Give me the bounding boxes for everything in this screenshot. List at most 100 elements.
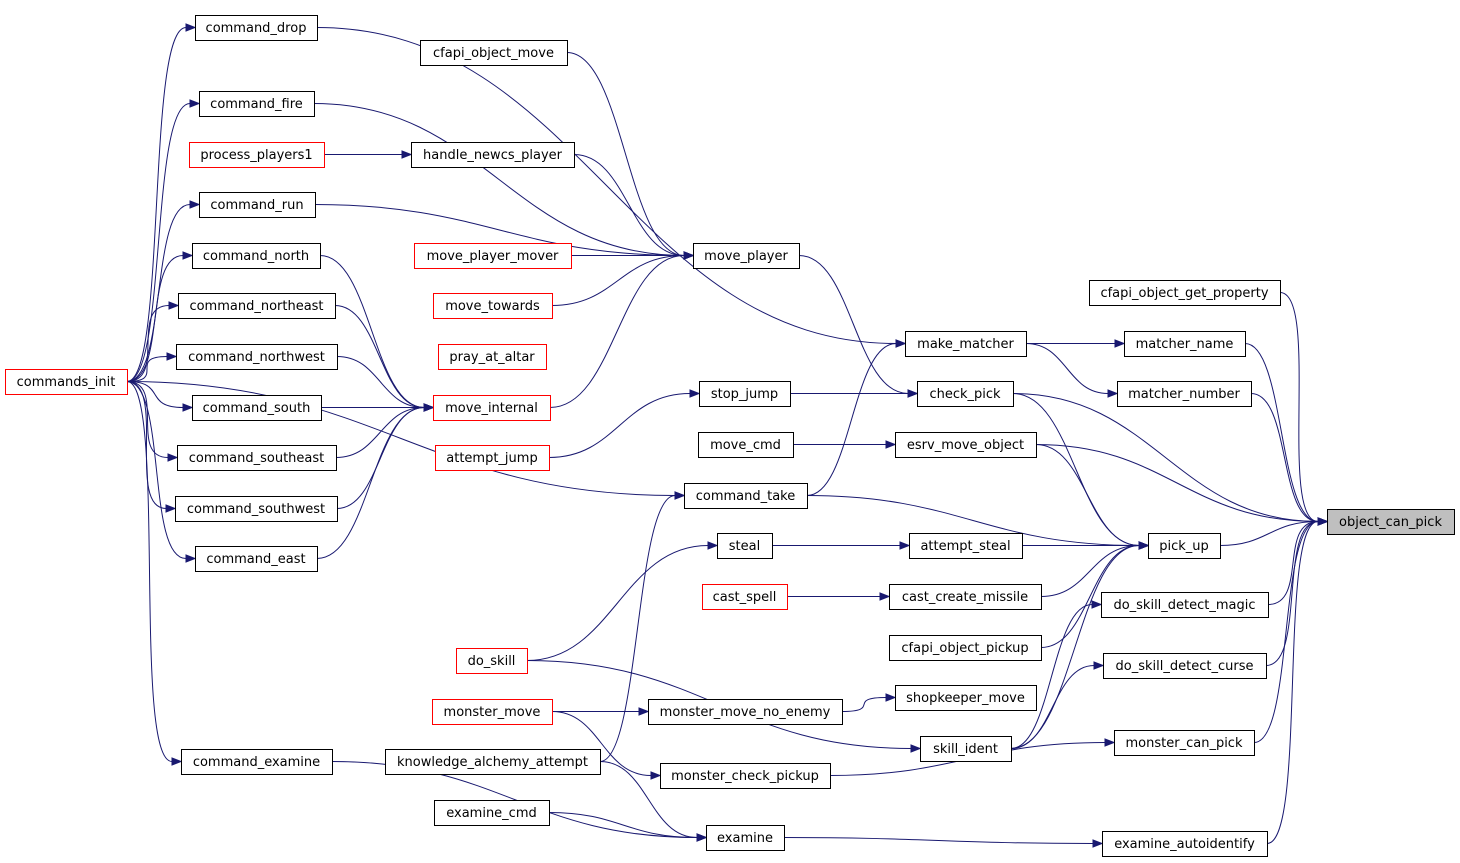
node-command-southeast[interactable]: command_southeast bbox=[177, 445, 337, 471]
edge-command-drop-to-make-matcher bbox=[316, 27, 907, 348]
node-make-matcher[interactable]: make_matcher bbox=[905, 331, 1027, 357]
arrowhead-icon bbox=[1317, 517, 1329, 526]
node-command-fire[interactable]: command_fire bbox=[199, 91, 315, 117]
node-command-southwest[interactable]: command_southwest bbox=[175, 496, 338, 522]
edge-commands-init-to-command-drop bbox=[126, 23, 197, 382]
edge-examine-autoidentify-to-object-can-pick bbox=[1266, 517, 1329, 844]
node-pick-up[interactable]: pick_up bbox=[1148, 533, 1221, 559]
node-label: commands_init bbox=[17, 375, 116, 390]
node-examine[interactable]: examine bbox=[706, 825, 785, 851]
node-box bbox=[909, 533, 1023, 559]
node-command-take[interactable]: command_take bbox=[684, 483, 808, 509]
node-command-run[interactable]: command_run bbox=[199, 192, 316, 218]
edge-line bbox=[126, 305, 170, 382]
edge-line bbox=[1012, 393, 1319, 522]
node-label: monster_check_pickup bbox=[671, 769, 819, 784]
edge-line bbox=[126, 356, 168, 382]
node-command-northwest[interactable]: command_northwest bbox=[176, 344, 338, 370]
edge-monster-move-no-enemy-to-shopkeeper-move bbox=[841, 693, 897, 712]
node-examine-cmd[interactable]: examine_cmd bbox=[434, 800, 550, 826]
arrowhead-icon bbox=[689, 389, 701, 398]
edge-line bbox=[319, 255, 425, 408]
node-command-northeast[interactable]: command_northeast bbox=[178, 293, 336, 319]
node-knowledge-alchemy-attempt[interactable]: knowledge_alchemy_attempt bbox=[385, 749, 601, 775]
node-shopkeeper-move[interactable]: shopkeeper_move bbox=[895, 685, 1037, 711]
edge-line bbox=[316, 407, 425, 559]
edge-line bbox=[126, 255, 184, 382]
node-monster-move[interactable]: monster_move bbox=[432, 699, 553, 725]
edge-line bbox=[1244, 343, 1319, 522]
edge-skill-ident-to-do-skill-detect-magic bbox=[1010, 600, 1103, 749]
node-cfapi-object-move[interactable]: cfapi_object_move bbox=[420, 40, 568, 66]
arrowhead-icon bbox=[696, 833, 708, 842]
node-do-skill-detect-curse[interactable]: do_skill_detect_curse bbox=[1103, 653, 1267, 679]
node-do-skill[interactable]: do_skill bbox=[456, 648, 528, 674]
node-command-examine[interactable]: command_examine bbox=[181, 749, 333, 775]
node-cast-spell[interactable]: cast_spell bbox=[702, 584, 788, 610]
node-pray-at-altar[interactable]: pray_at_altar bbox=[438, 344, 547, 370]
node-attempt-jump[interactable]: attempt_jump bbox=[435, 445, 550, 471]
node-move-player[interactable]: move_player bbox=[693, 243, 800, 269]
edge-matcher-name-to-object-can-pick bbox=[1244, 343, 1329, 526]
arrowhead-icon bbox=[401, 150, 413, 159]
node-cfapi-object-get-property[interactable]: cfapi_object_get_property bbox=[1089, 280, 1281, 306]
arrowhead-icon bbox=[638, 707, 650, 716]
node-box bbox=[717, 533, 773, 559]
node-object-can-pick[interactable]: object_can_pick bbox=[1327, 509, 1455, 535]
edge-stop-jump-to-check-pick bbox=[790, 389, 919, 398]
node-check-pick[interactable]: check_pick bbox=[917, 381, 1014, 407]
arrowhead-icon bbox=[182, 251, 194, 260]
edge-examine-to-examine-autoidentify bbox=[783, 837, 1104, 848]
node-stop-jump[interactable]: stop_jump bbox=[699, 381, 791, 407]
node-label: attempt_steal bbox=[920, 539, 1010, 554]
node-skill-ident[interactable]: skill_ident bbox=[920, 736, 1012, 762]
node-command-drop[interactable]: command_drop bbox=[195, 15, 318, 41]
node-examine-autoidentify[interactable]: examine_autoidentify bbox=[1102, 831, 1268, 857]
edge-line bbox=[126, 381, 187, 559]
edge-cast-spell-to-cast-create-missile bbox=[787, 592, 891, 601]
node-matcher-name[interactable]: matcher_name bbox=[1124, 331, 1246, 357]
node-command-north[interactable]: command_north bbox=[192, 243, 321, 269]
node-cast-create-missile[interactable]: cast_create_missile bbox=[889, 584, 1042, 610]
node-command-east[interactable]: command_east bbox=[195, 546, 318, 572]
node-command-south[interactable]: command_south bbox=[192, 395, 322, 421]
arrowhead-icon bbox=[899, 541, 911, 550]
node-steal[interactable]: steal bbox=[717, 533, 773, 559]
node-commands-init[interactable]: commands_init bbox=[5, 369, 128, 395]
node-label: cast_create_missile bbox=[902, 590, 1028, 605]
edge-line bbox=[1012, 393, 1140, 546]
edge-line bbox=[314, 204, 685, 256]
node-handle-newcs-player[interactable]: handle_newcs_player bbox=[411, 142, 575, 168]
edge-examine-cmd-to-examine bbox=[548, 812, 708, 842]
node-matcher-number[interactable]: matcher_number bbox=[1117, 381, 1252, 407]
edge-line bbox=[336, 356, 425, 408]
node-box bbox=[195, 546, 318, 572]
node-move-internal[interactable]: move_internal bbox=[433, 395, 551, 421]
edge-monster-move-to-monster-move-no-enemy bbox=[552, 707, 650, 716]
node-monster-move-no-enemy[interactable]: monster_move_no_enemy bbox=[648, 699, 843, 725]
node-cfapi-object-pickup[interactable]: cfapi_object_pickup bbox=[889, 635, 1042, 661]
node-label: skill_ident bbox=[933, 742, 998, 757]
node-label: make_matcher bbox=[917, 337, 1014, 352]
node-do-skill-detect-magic[interactable]: do_skill_detect_magic bbox=[1101, 592, 1269, 618]
node-move-player-mover[interactable]: move_player_mover bbox=[414, 243, 572, 269]
node-attempt-steal[interactable]: attempt_steal bbox=[909, 533, 1023, 559]
node-label: shopkeeper_move bbox=[906, 691, 1025, 706]
arrowhead-icon bbox=[907, 389, 919, 398]
arrowhead-icon bbox=[1092, 839, 1104, 848]
edge-line bbox=[783, 837, 1094, 844]
node-label: matcher_number bbox=[1128, 387, 1240, 402]
node-esrv-move-object[interactable]: esrv_move_object bbox=[895, 432, 1037, 458]
edge-line bbox=[126, 103, 191, 382]
node-monster-can-pick[interactable]: monster_can_pick bbox=[1114, 730, 1255, 756]
node-process-players1[interactable]: process_players1 bbox=[189, 142, 325, 168]
edge-move-cmd-to-esrv-move-object bbox=[793, 440, 897, 449]
node-monster-check-pickup[interactable]: monster_check_pickup bbox=[660, 763, 831, 789]
edge-line bbox=[599, 495, 676, 762]
node-box bbox=[438, 344, 547, 370]
node-move-towards[interactable]: move_towards bbox=[433, 293, 553, 319]
node-box bbox=[456, 648, 528, 674]
edge-line bbox=[126, 381, 173, 762]
node-move-cmd[interactable]: move_cmd bbox=[698, 432, 794, 458]
node-label: do_skill_detect_curse bbox=[1116, 659, 1254, 674]
